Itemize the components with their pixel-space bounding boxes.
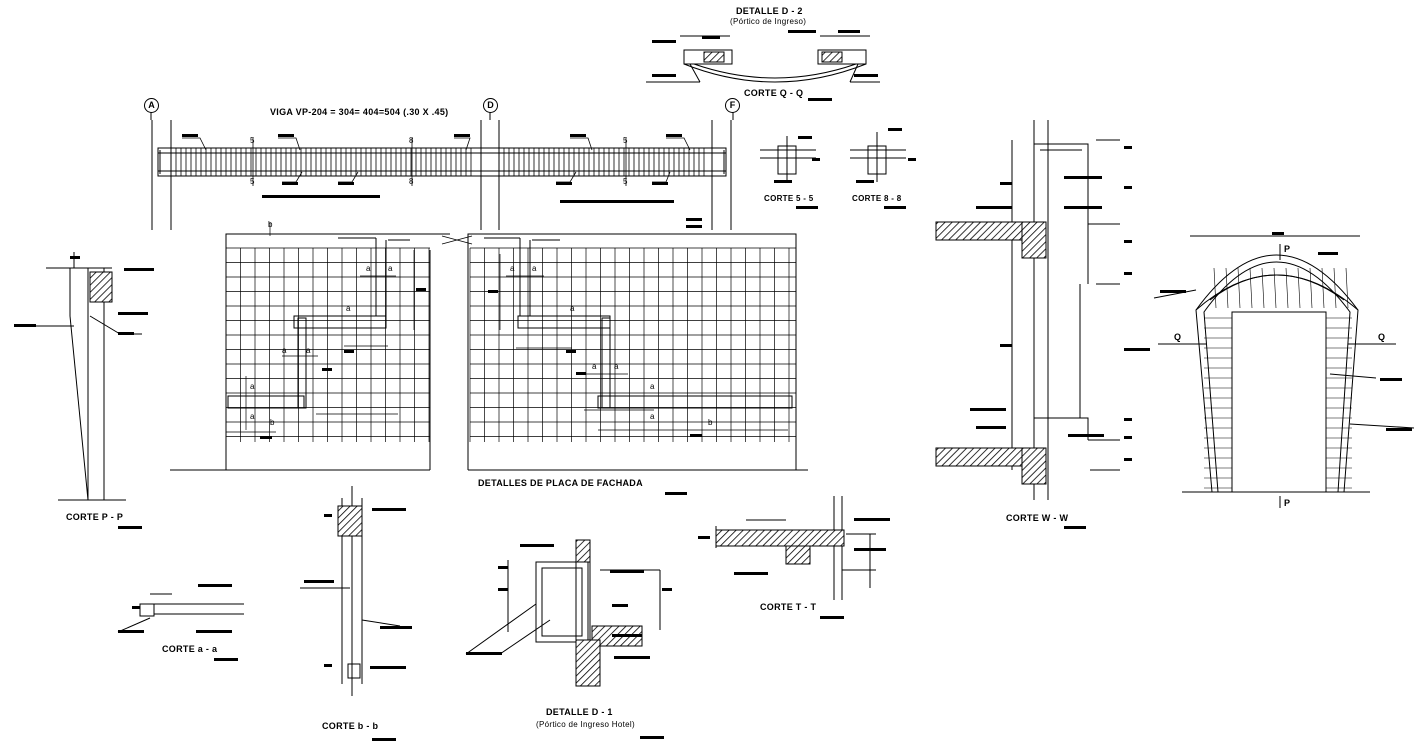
- arch-elevation: [1153, 235, 1415, 508]
- section-t-t-label: CORTE T - T: [760, 602, 817, 612]
- section-5-5: [760, 136, 816, 182]
- facade-dimensions: [226, 222, 788, 433]
- section-w-w: [1011, 120, 1120, 500]
- dim-b-label: b: [270, 418, 275, 427]
- dim-a-label: a: [306, 346, 311, 355]
- dim-a-label: a: [250, 412, 255, 421]
- section-t-t: [715, 496, 876, 600]
- section-a-a-tags: [118, 584, 238, 661]
- section-mark-8: 8: [409, 177, 414, 186]
- dim-b-label: b: [708, 418, 713, 427]
- dim-a-label: a: [592, 362, 597, 371]
- detail-d1-title: DETALLE D - 1: [546, 707, 613, 717]
- beam-title: VIGA VP-204 = 304= 404=504 (.30 X .45): [270, 107, 449, 117]
- section-mark-5: 5: [250, 136, 255, 145]
- section-mark-5: 5: [623, 136, 628, 145]
- section-p-p-label: CORTE P - P: [66, 512, 124, 522]
- arch-mark-p: P: [1284, 498, 1291, 508]
- arch-mark-p: P: [1284, 244, 1291, 254]
- dim-a-label: a: [532, 264, 537, 273]
- detail-d2-fill: [652, 30, 878, 101]
- detail-d2: [646, 35, 880, 83]
- section-w-w-fill: [935, 146, 1150, 529]
- section-5-5-label: CORTE 5 - 5: [764, 194, 814, 203]
- axis-f-marker: F: [725, 98, 740, 113]
- section-p-p: [18, 252, 142, 501]
- dim-a-label: a: [614, 362, 619, 371]
- dim-a-label: a: [388, 264, 393, 273]
- arch-brick-courses: [1204, 267, 1352, 489]
- arch-mark-q: Q: [1378, 332, 1386, 342]
- arch-mark-q: Q: [1174, 332, 1182, 342]
- section-mark-8: 8: [409, 136, 414, 145]
- detail-d1: [465, 540, 661, 686]
- dim-a-label: a: [346, 304, 351, 313]
- dim-a-label: a: [650, 412, 655, 421]
- section-a-a: [117, 593, 244, 633]
- axis-a-marker: A: [144, 98, 159, 113]
- dim-b-label: b: [268, 220, 273, 229]
- section-5-8-tags: [774, 128, 916, 209]
- dim-a-label: a: [570, 304, 575, 313]
- dim-a-label: a: [366, 264, 371, 273]
- section-q-q-label: CORTE Q - Q: [744, 88, 804, 98]
- facade-title: DETALLES DE PLACA DE FACHADA: [478, 478, 643, 488]
- facade-mesh-right: [469, 247, 796, 442]
- section-8-8: [850, 132, 906, 182]
- section-w-w-label: CORTE W - W: [1006, 513, 1069, 523]
- section-b-b-label: CORTE b - b: [322, 721, 379, 731]
- section-a-a-label: CORTE a - a: [162, 644, 218, 654]
- facade-plate-right: [467, 233, 808, 471]
- dim-a-label: a: [282, 346, 287, 355]
- section-t-t-fill: [698, 518, 890, 619]
- beam-elevation: [150, 112, 734, 230]
- dim-a-label: a: [650, 382, 655, 391]
- beam-tags: [182, 134, 702, 228]
- dim-a-label: a: [510, 264, 515, 273]
- detail-d1-subtitle: (Pórtico de Ingreso Hotel): [536, 720, 635, 729]
- detail-d2-title: DETALLE D - 2: [736, 6, 803, 16]
- section-8-8-label: CORTE 8 - 8: [852, 194, 902, 203]
- section-p-p-fill: [14, 256, 154, 529]
- axis-d-marker: D: [483, 98, 498, 113]
- detail-d2-subtitle: (Pórtico de Ingreso): [730, 17, 807, 26]
- facade-tags: [260, 288, 702, 495]
- arch-tags: [1160, 232, 1412, 431]
- detail-d1-fill: [466, 539, 672, 739]
- beam-stirrups: [175, 148, 705, 176]
- facade-mesh-left: [225, 247, 430, 442]
- section-mark-5: 5: [250, 177, 255, 186]
- dim-a-label: a: [250, 382, 255, 391]
- section-b-b-fill: [304, 505, 412, 741]
- section-mark-5: 5: [623, 177, 628, 186]
